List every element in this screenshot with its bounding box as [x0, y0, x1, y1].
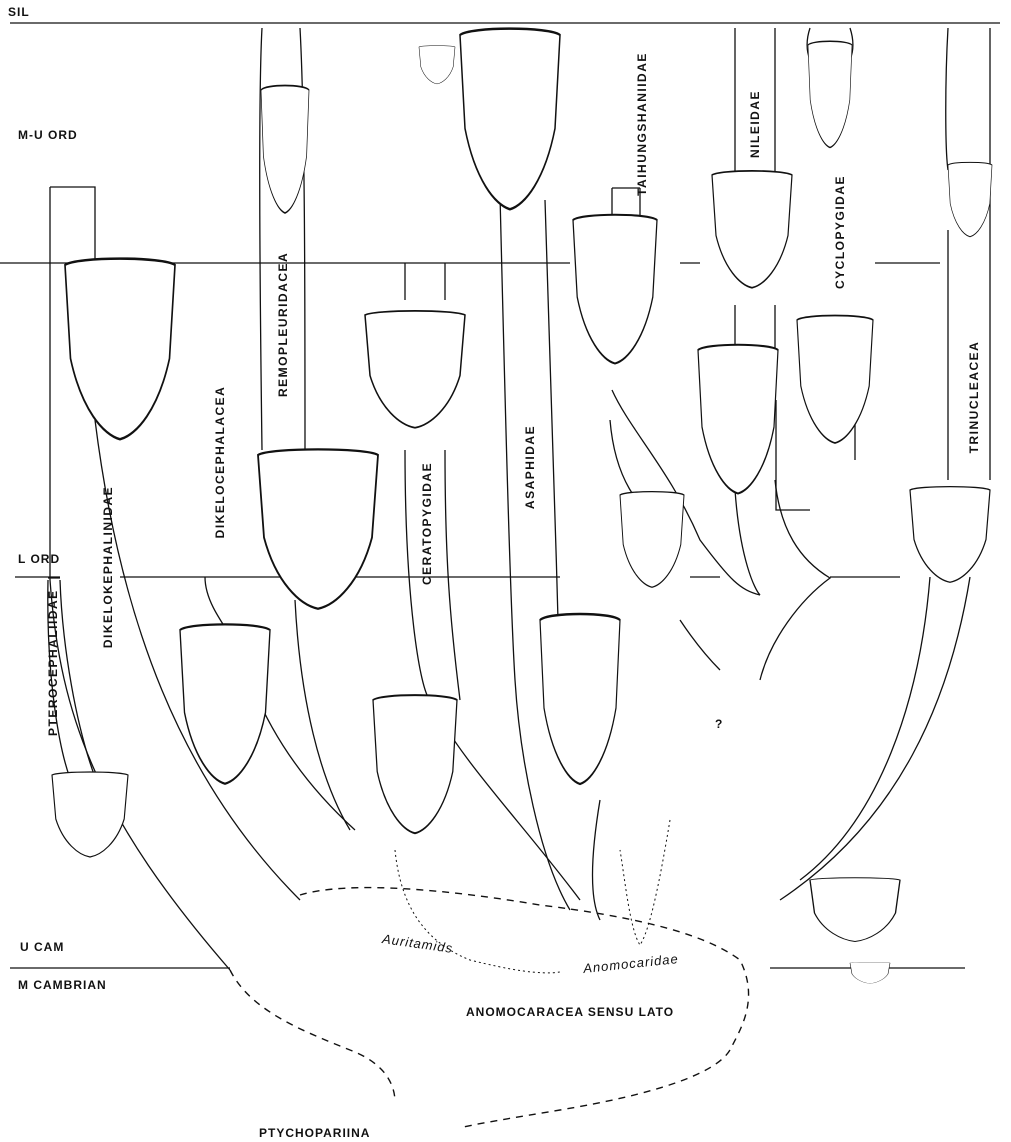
trilobite-dikelokephalinid: [65, 259, 175, 440]
trilobite-taihungshaniid-upper: [573, 215, 657, 364]
clade-label-dikelocephalacea: DIKELOCEPHALACEA: [213, 382, 227, 542]
clade-label-remopleuridacea: REMOPLEURIDACEA: [276, 257, 290, 397]
trilobite-nileid-upper: [712, 171, 792, 288]
trilobite-ancestor: [810, 878, 900, 942]
clade-label-nileidae: NILEIDAE: [748, 74, 762, 174]
clade-label-trinucleacea: TRINUCLEACEA: [967, 332, 981, 462]
group-label-ptychopariina: PTYCHOPARIINA: [259, 1126, 370, 1140]
auritamids-outline: [395, 850, 560, 973]
clade-label-taihungshaniidae: TAIHUNGSHANIIDAE: [635, 49, 649, 199]
trilobite-asaphid-lower: [540, 614, 620, 784]
trilobite-pterocephaliid: [52, 772, 128, 857]
trilobite-cyclopygid-lower: [797, 316, 873, 444]
trinucleacea-lineage: [780, 28, 990, 900]
trilobite-ceratopygid: [365, 311, 465, 428]
period-label-l-ord: L ORD: [18, 552, 60, 566]
trilobite-trinucleid-lower: [910, 487, 990, 583]
asaphidae-lineage: [500, 195, 570, 910]
period-label-m-cambrian: M CAMBRIAN: [18, 978, 107, 992]
clade-label-cyclopygidae: CYCLOPYGIDAE: [833, 172, 847, 292]
trilobite-nileid-lower: [698, 345, 778, 494]
clade-label-ceratopygidae: CERATOPYGIDAE: [420, 465, 434, 585]
clade-label-dikelokephalinidae: DIKELOKEPHALINIDAE: [101, 472, 115, 662]
trilobite-remopleurid-upper: [261, 86, 309, 214]
trilobite-remopleurid-lower: [258, 449, 378, 608]
clade-label-pterocephaliidae: PTEROCEPHALIIDAE: [46, 606, 60, 736]
trilobite-cyclopygid-upper: [808, 41, 852, 147]
trilobite-ceratopygid-lower: [373, 695, 457, 833]
period-label-u-cam: U CAM: [20, 940, 64, 954]
trilobite-cephalon-small: [419, 46, 455, 84]
clade-label-asaphidae: ASAPHIDAE: [523, 417, 537, 517]
trilobite-dikelocephalid: [180, 624, 270, 783]
period-label-mu-ord: M-U ORD: [18, 128, 78, 142]
trilobite-asaphid-upper: [460, 29, 560, 210]
trilobite-taihungshaniid-lower: [620, 492, 684, 588]
trilobite-trinucleid-upper: [948, 162, 992, 236]
group-outlines: [230, 820, 749, 1128]
question-mark: ?: [715, 717, 723, 731]
trilobite-ancestor-pygidium: [850, 962, 890, 983]
period-label-sil: SIL: [8, 5, 30, 19]
group-label-anomocaracea-sensu-lato: ANOMOCARACEA SENSU LATO: [466, 1005, 674, 1019]
